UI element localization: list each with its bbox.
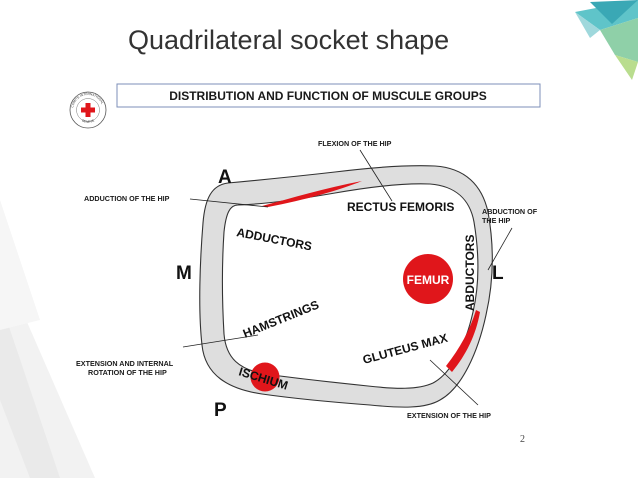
adductors-label: ADDUCTORS — [235, 225, 313, 253]
callout-adduction: ADDUCTION OF THE HIP — [84, 194, 170, 203]
page-number: 2 — [520, 434, 525, 445]
femur-circle — [403, 254, 453, 304]
callout-abduction-line2: THE HIP — [482, 216, 511, 225]
callout-extension-internal-line1: EXTENSION AND INTERNAL — [76, 359, 174, 368]
corner-logo-facets — [575, 0, 638, 80]
orientation-lateral: L — [492, 263, 504, 284]
gluteus-max-label: GLUTEUS MAX — [361, 331, 449, 367]
femur-label: FEMUR — [407, 273, 450, 287]
orientation-medial: M — [176, 263, 192, 284]
callout-extension-internal-line2: ROTATION OF THE HIP — [88, 368, 167, 377]
callout-flexion: FLEXION OF THE HIP — [318, 139, 392, 148]
gluteus-max-wedge — [446, 310, 480, 372]
orientation-posterior: P — [214, 400, 227, 421]
hamstrings-label: HAMSTRINGS — [241, 298, 321, 341]
socket-outline — [199, 165, 493, 408]
logo-ring-bottom-text: GENEVE — [81, 118, 95, 123]
rectus-femoris-label: RECTUS FEMORIS — [347, 200, 454, 214]
orientation-anterior: A — [218, 167, 232, 188]
leader-lines — [182, 149, 513, 406]
rectus-femoris-wedge — [262, 181, 362, 207]
icrc-logo: COMITE INTERNATIONAL GENEVE — [69, 91, 107, 129]
abductors-label: ABDUCTORS — [463, 235, 477, 311]
svg-text:GENEVE: GENEVE — [81, 118, 95, 123]
decorative-background-facets — [0, 200, 95, 478]
ischium-circle — [250, 362, 280, 392]
callout-extension: EXTENSION OF THE HIP — [407, 411, 491, 420]
banner-title: DISTRIBUTION AND FUNCTION OF MUSCULE GRO… — [169, 89, 487, 103]
banner-box — [116, 83, 541, 108]
slide-title: Quadrilateral socket shape — [128, 25, 449, 55]
callout-abduction-line1: ABDUCTION OF — [482, 207, 538, 216]
